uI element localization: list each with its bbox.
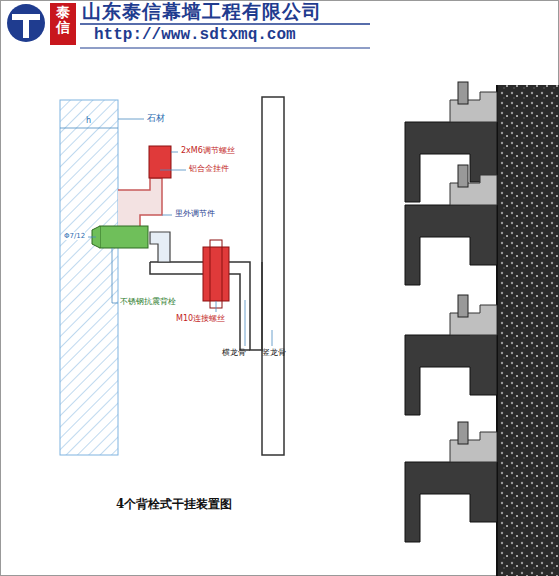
- header-rule: [80, 48, 370, 49]
- leader-line: [272, 330, 273, 346]
- part-label: 竖龙骨: [262, 348, 286, 357]
- dimension-line: [60, 128, 118, 129]
- bracket-photo: [405, 197, 497, 285]
- part-label: 里外调节件: [175, 209, 215, 218]
- m10-screw: [203, 247, 229, 301]
- m10-screw: [210, 240, 222, 308]
- leader-line: [162, 215, 172, 216]
- granite-slab: [497, 85, 559, 576]
- hanger-photo: [450, 432, 497, 462]
- leader-line: [88, 237, 96, 238]
- bolt-photo: [458, 82, 468, 104]
- hanger-photo: [450, 92, 497, 122]
- logo-mark: [12, 14, 40, 38]
- leader-line: [118, 119, 144, 120]
- leader-line: [112, 248, 118, 303]
- part-label: M10连接螺丝: [176, 314, 225, 323]
- bolt-photo: [458, 295, 468, 317]
- logo-seal: [50, 3, 76, 45]
- logo-seal-text: 泰信: [56, 5, 70, 36]
- leader-line: [160, 170, 186, 171]
- leader-line: [171, 152, 178, 153]
- bolt-photo: [458, 422, 468, 444]
- stone-section: [60, 100, 118, 455]
- bracket-photo: [405, 454, 497, 542]
- part-label: 石材: [147, 113, 165, 123]
- back-anchor: [100, 226, 148, 248]
- adjust-part: [150, 232, 170, 262]
- part-label: 2xM6调节螺丝: [181, 146, 235, 155]
- bracket-photo: [405, 327, 497, 415]
- dimension-label: h: [86, 116, 91, 125]
- vertical-keel: [262, 97, 284, 455]
- logo-circle: [7, 4, 45, 42]
- part-label: 不锈钢抗震背栓: [120, 297, 176, 306]
- part-label: 横龙骨: [222, 348, 246, 357]
- figure-caption: 4个背栓式干挂装置图: [116, 498, 232, 512]
- m6-screw: [149, 146, 171, 178]
- bolt-photo: [458, 165, 468, 187]
- part-label: 铝合金挂件: [189, 164, 229, 173]
- hanger-photo: [450, 175, 497, 205]
- header-rule: [80, 23, 370, 25]
- website-url: http://www.sdtxmq.com: [94, 26, 296, 44]
- leader-line: [245, 300, 246, 346]
- leader-line: [216, 301, 217, 312]
- hanger-photo: [450, 305, 497, 335]
- company-name: 山东泰信幕墙工程有限公司: [82, 1, 322, 23]
- dimension-label: Φ7/12: [64, 232, 85, 240]
